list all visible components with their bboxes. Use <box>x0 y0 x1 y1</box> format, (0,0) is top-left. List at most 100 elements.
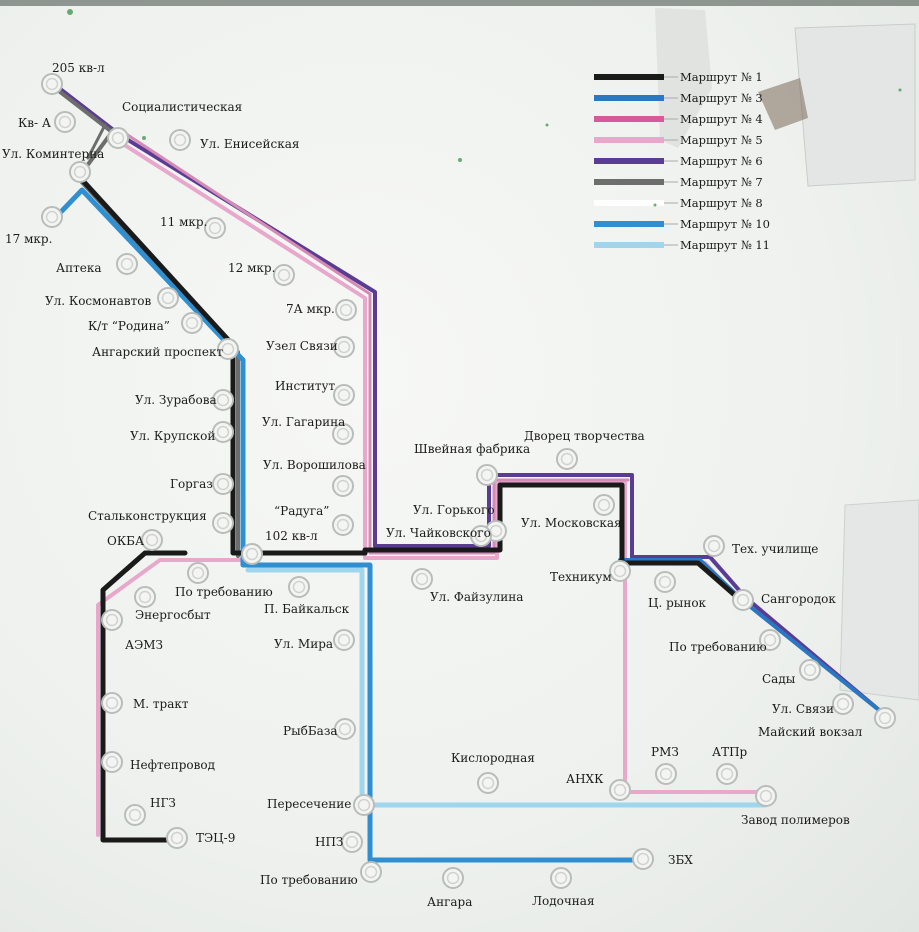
stop-anhk[interactable]: АНХК <box>566 772 631 801</box>
stop-marker[interactable] <box>101 751 123 773</box>
stop-npz[interactable]: НПЗ <box>315 831 363 853</box>
stop-marker[interactable] <box>759 629 781 651</box>
stop-marker[interactable] <box>609 779 631 801</box>
stop-krupskoi[interactable]: Ул. Крупской <box>130 421 234 443</box>
stop-mkr11[interactable]: 11 мкр. <box>160 215 226 239</box>
stop-apteka[interactable]: Аптека <box>56 253 138 275</box>
stop-sady[interactable]: Сады <box>762 659 821 686</box>
stop-angara[interactable]: Ангара <box>427 867 472 909</box>
stop-chaikovsk[interactable]: Ул. Чайковского <box>386 525 492 547</box>
stop-tehnikum[interactable]: Техникум <box>550 560 631 584</box>
stop-marker[interactable] <box>470 525 492 547</box>
stop-kislorod[interactable]: Кислородная <box>451 751 535 794</box>
stop-kv205[interactable]: 205 кв-л <box>41 61 105 95</box>
stop-rmz[interactable]: РМЗ <box>651 745 679 785</box>
stop-marker[interactable] <box>124 804 146 826</box>
stop-raduga[interactable]: “Радуга” <box>274 504 354 536</box>
stop-zbh[interactable]: ЗБХ <box>632 848 693 870</box>
stop-lodochnaya[interactable]: Лодочная <box>532 867 595 908</box>
stop-marker[interactable] <box>212 512 234 534</box>
stop-uzel[interactable]: Узел Связи <box>266 336 355 358</box>
stop-marker[interactable] <box>332 475 354 497</box>
stop-marker[interactable] <box>241 543 263 565</box>
stop-marker[interactable] <box>212 473 234 495</box>
stop-marker[interactable] <box>217 338 239 360</box>
stop-kv102[interactable]: 102 кв-л <box>241 529 318 565</box>
stop-marker[interactable] <box>333 384 355 406</box>
stop-marker[interactable] <box>353 794 375 816</box>
stop-okba[interactable]: ОКБА <box>107 529 163 551</box>
stop-institut[interactable]: Институт <box>275 379 355 406</box>
stop-marker[interactable] <box>169 129 191 151</box>
stop-mkr12[interactable]: 12 мкр. <box>228 261 295 286</box>
stop-voroshilova[interactable]: Ул. Ворошилова <box>263 458 366 497</box>
stop-marker[interactable] <box>41 73 63 95</box>
stop-maisky[interactable]: Майский вокзал <box>758 707 896 739</box>
stop-marker[interactable] <box>654 571 676 593</box>
stop-rybbaza[interactable]: РыбБаза <box>283 718 356 740</box>
stop-marker[interactable] <box>341 831 363 853</box>
stop-marker[interactable] <box>101 692 123 714</box>
stop-marker[interactable] <box>333 629 355 651</box>
stop-marker[interactable] <box>360 861 382 883</box>
stop-marker[interactable] <box>732 589 754 611</box>
stop-tec9[interactable]: ТЭЦ-9 <box>166 827 235 849</box>
stop-marker[interactable] <box>181 312 203 334</box>
stop-marker[interactable] <box>107 127 129 149</box>
stop-yenisei[interactable]: Ул. Енисейская <box>169 129 299 151</box>
stop-energosbyt[interactable]: Энергосбыт <box>134 586 211 622</box>
stop-tehuch[interactable]: Тех. училище <box>703 535 818 557</box>
stop-marker[interactable] <box>476 464 498 486</box>
stop-marker[interactable] <box>204 217 226 239</box>
stop-mtrakt[interactable]: М. тракт <box>101 692 189 714</box>
stop-mira[interactable]: Ул. Мира <box>274 629 355 651</box>
stop-marker[interactable] <box>334 718 356 740</box>
stop-sangorodok[interactable]: Сангородок <box>732 589 836 611</box>
stop-marker[interactable] <box>655 763 677 785</box>
stop-marker[interactable] <box>157 287 179 309</box>
stop-marker[interactable] <box>832 693 854 715</box>
stop-marker[interactable] <box>609 560 631 582</box>
stop-marker[interactable] <box>755 785 777 807</box>
stop-faizulina[interactable]: Ул. Файзулина <box>411 568 523 604</box>
stop-neftepr[interactable]: Нефтепровод <box>101 751 215 773</box>
stop-kvA[interactable]: Кв- А <box>18 111 76 133</box>
stop-marker[interactable] <box>141 529 163 551</box>
stop-shveinaya[interactable]: Швейная фабрика <box>414 442 530 486</box>
stop-nhz[interactable]: НГЗ <box>124 796 176 826</box>
stop-marker[interactable] <box>166 827 188 849</box>
stop-atpr[interactable]: АТПр <box>712 745 748 785</box>
stop-marker[interactable] <box>335 299 357 321</box>
stop-marker[interactable] <box>703 535 725 557</box>
stop-moskovskaya[interactable]: Ул. Московская <box>521 494 622 530</box>
stop-marker[interactable] <box>333 336 355 358</box>
stop-socialist[interactable]: Социалистическая <box>107 100 242 149</box>
stop-marker[interactable] <box>187 562 209 584</box>
stop-marker[interactable] <box>442 867 464 889</box>
stop-rodina[interactable]: К/т “Родина” <box>88 312 203 334</box>
stop-marker[interactable] <box>332 423 354 445</box>
stop-potreb3[interactable]: По требованию <box>260 861 382 887</box>
stop-mkr17[interactable]: 17 мкр. <box>5 206 63 246</box>
stop-crynok[interactable]: Ц. рынок <box>648 571 707 610</box>
stop-marker[interactable] <box>116 253 138 275</box>
stop-gagarina[interactable]: Ул. Гагарина <box>262 415 354 445</box>
stop-peresech[interactable]: Пересечение <box>267 794 375 816</box>
stop-zurabova[interactable]: Ул. Зурабова <box>135 389 234 411</box>
stop-marker[interactable] <box>69 161 91 183</box>
stop-marker[interactable] <box>550 867 572 889</box>
stop-marker[interactable] <box>411 568 433 590</box>
stop-angarsky[interactable]: Ангарский проспект <box>92 338 239 360</box>
stop-marker[interactable] <box>212 389 234 411</box>
stop-mkr7a[interactable]: 7А мкр. <box>286 299 357 321</box>
stop-baikalsk[interactable]: П. Байкальск <box>264 576 350 616</box>
stop-marker[interactable] <box>874 707 896 729</box>
stop-zavpolim[interactable]: Завод полимеров <box>741 785 850 827</box>
stop-dvorets[interactable]: Дворец творчества <box>524 429 645 470</box>
stop-marker[interactable] <box>212 421 234 443</box>
stop-marker[interactable] <box>101 609 123 631</box>
stop-marker[interactable] <box>632 848 654 870</box>
stop-marker[interactable] <box>477 772 499 794</box>
stop-marker[interactable] <box>799 659 821 681</box>
stop-potreb1[interactable]: По требованию <box>175 562 273 599</box>
